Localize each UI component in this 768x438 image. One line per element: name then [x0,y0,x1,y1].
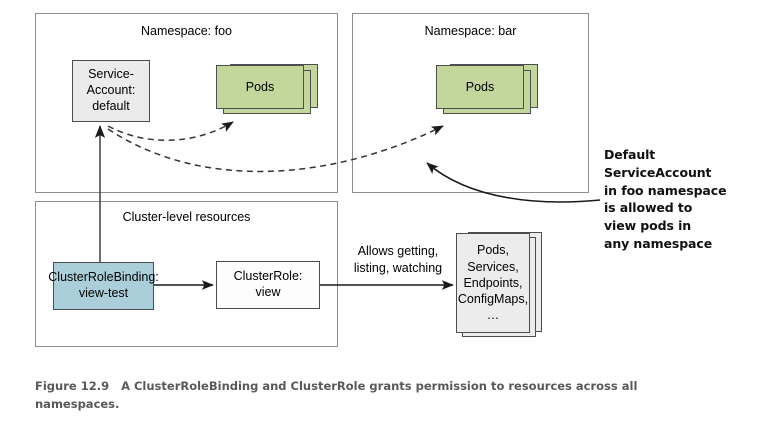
service-account-node: Service- Account: default [72,60,150,122]
resources-label: Pods, Services, Endpoints, ConfigMaps, … [457,243,529,323]
cluster-level-title: Cluster-level resources [122,210,251,224]
annotation-callout: Default ServiceAccount in foo namespace … [604,147,727,251]
pods-sheet-front [216,65,304,109]
pods-stack-foo: Pods [216,64,322,120]
resources-stack: Pods, Services, Endpoints, ConfigMaps, … [456,232,556,347]
pods-stack-bar: Pods [436,64,542,120]
namespace-title-foo: Namespace: foo [140,24,233,38]
permission-edge-label: Allows getting, listing, watching [353,244,443,275]
figure-number: Figure 12.9 [35,379,110,393]
cluster-role-binding-node: ClusterRoleBinding: view-test [48,262,159,310]
pods-sheet-front [436,65,524,109]
cluster-role-node: ClusterRole: view [216,261,320,309]
namespace-title-bar: Namespace: bar [424,24,517,38]
pods-label-foo: Pods [245,79,275,94]
figure-caption-text: A ClusterRoleBinding and ClusterRole gra… [35,379,638,411]
resource-sheet-front [456,233,530,333]
pods-label-bar: Pods [465,79,495,94]
